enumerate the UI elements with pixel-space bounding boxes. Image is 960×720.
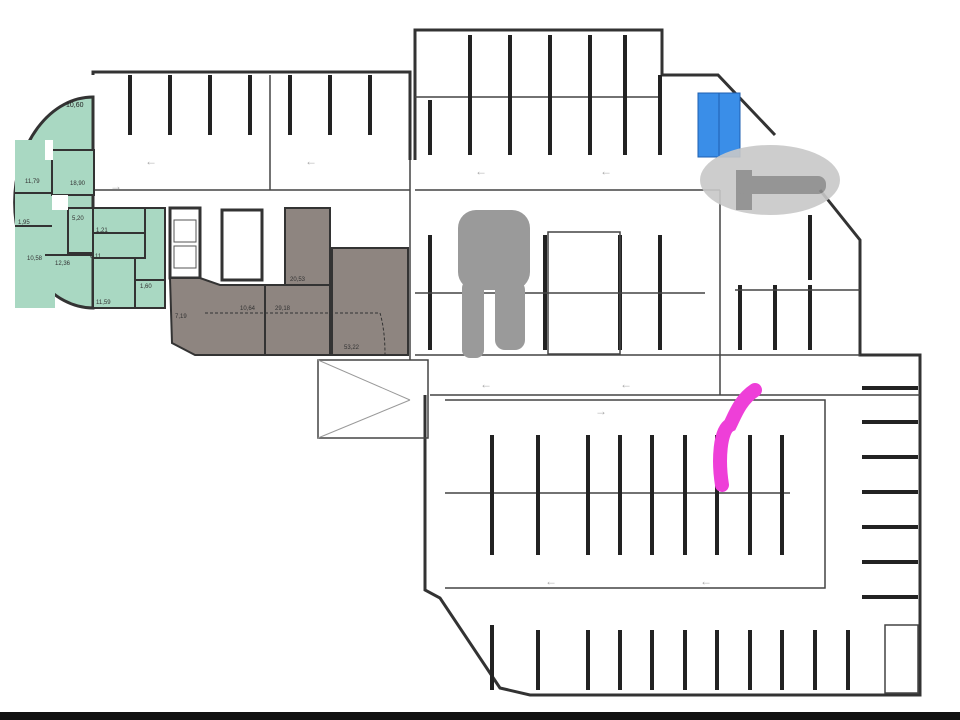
room-area-g1: 7,19 bbox=[175, 314, 187, 320]
svg-text:←: ← bbox=[600, 164, 612, 178]
pink-marker bbox=[713, 383, 762, 492]
parking-stalls-top-right bbox=[415, 35, 662, 155]
svg-text:→: → bbox=[595, 404, 607, 418]
room-area-r3: 18,90 bbox=[70, 181, 86, 187]
svg-text:←: ← bbox=[305, 154, 317, 168]
svg-text:→: → bbox=[110, 179, 122, 193]
parking-stalls-top-left bbox=[128, 75, 372, 190]
traffic-arrows: ← ← ← ← ← ← → ← ← → bbox=[110, 154, 712, 588]
room-area-r5: 10,58 bbox=[27, 256, 43, 262]
svg-text:←: ← bbox=[700, 574, 712, 588]
room-area-g5: 53,22 bbox=[344, 345, 360, 351]
svg-text:←: ← bbox=[475, 164, 487, 178]
bottom-border bbox=[0, 712, 960, 720]
room-area-r6: 12,36 bbox=[55, 261, 71, 267]
room-area-r7: 5,20 bbox=[72, 216, 84, 222]
room-area-r11: 1,60 bbox=[140, 284, 152, 290]
room-area-r9: 6,11 bbox=[90, 254, 102, 260]
green-rooms-section: 10,60 11,79 18,90 1,95 10,58 12,36 5,20 … bbox=[13, 95, 166, 310]
gray-rooms-section: 7,19 10,64 29,18 20,53 53,22 bbox=[168, 206, 409, 356]
redaction-blob-middle bbox=[458, 210, 530, 358]
room-area-g2: 10,64 bbox=[240, 306, 256, 312]
room-area-r8: 1,21 bbox=[96, 228, 108, 234]
outer-walls bbox=[91, 28, 922, 697]
parking-island-lower bbox=[445, 399, 826, 589]
room-area-r1: 10,60 bbox=[66, 102, 84, 109]
parking-stalls-right bbox=[862, 386, 918, 599]
room-area-g3: 29,18 bbox=[275, 306, 291, 312]
parking-stalls-bottom bbox=[490, 624, 919, 694]
room-area-r2: 11,79 bbox=[25, 179, 40, 185]
svg-text:←: ← bbox=[480, 377, 492, 391]
room-area-g4: 20,53 bbox=[290, 277, 306, 283]
redaction-blob-top-right bbox=[700, 145, 840, 215]
room-area-r10: 11,59 bbox=[96, 300, 111, 306]
svg-text:←: ← bbox=[545, 574, 557, 588]
svg-text:←: ← bbox=[145, 154, 157, 168]
svg-text:←: ← bbox=[620, 377, 632, 391]
room-area-r4: 1,95 bbox=[18, 220, 30, 226]
